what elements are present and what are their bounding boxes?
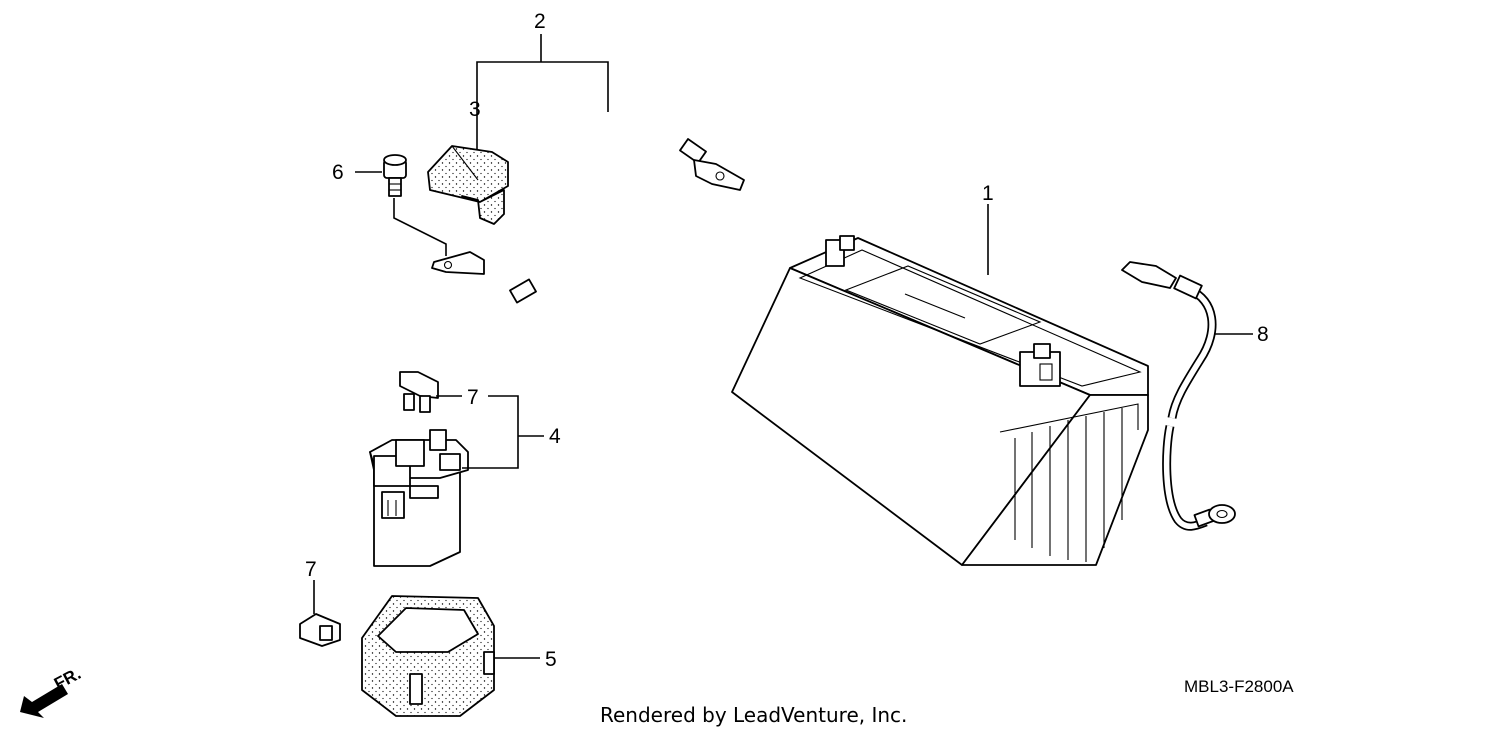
callout-7-upper: 7 bbox=[467, 386, 479, 409]
front-direction-arrow-icon: FR. bbox=[20, 664, 84, 718]
fuse-part-upper[interactable] bbox=[399, 371, 439, 413]
positive-cable-part[interactable] bbox=[431, 114, 745, 310]
relay-boot-part[interactable] bbox=[361, 595, 495, 717]
callout-5: 5 bbox=[545, 648, 557, 671]
negative-cable-part[interactable] bbox=[1121, 261, 1236, 531]
callout-8: 8 bbox=[1257, 323, 1269, 346]
callout-6: 6 bbox=[332, 161, 344, 184]
fuse-part-lower[interactable] bbox=[299, 613, 341, 647]
starter-relay-part[interactable] bbox=[369, 429, 469, 567]
callout-4: 4 bbox=[549, 425, 561, 448]
callout-2: 2 bbox=[534, 10, 546, 33]
callout-7-lower: 7 bbox=[305, 558, 317, 581]
leader-lines bbox=[313, 34, 1253, 659]
callout-3: 3 bbox=[469, 98, 481, 121]
diagram-code: MBL3-F2800A bbox=[1184, 677, 1294, 696]
bolt-part[interactable] bbox=[383, 154, 407, 197]
credit-text: Rendered by LeadVenture, Inc. bbox=[600, 703, 907, 727]
battery-part[interactable] bbox=[731, 235, 1149, 566]
terminal-cover-part[interactable] bbox=[427, 145, 509, 225]
callout-1: 1 bbox=[982, 182, 994, 205]
